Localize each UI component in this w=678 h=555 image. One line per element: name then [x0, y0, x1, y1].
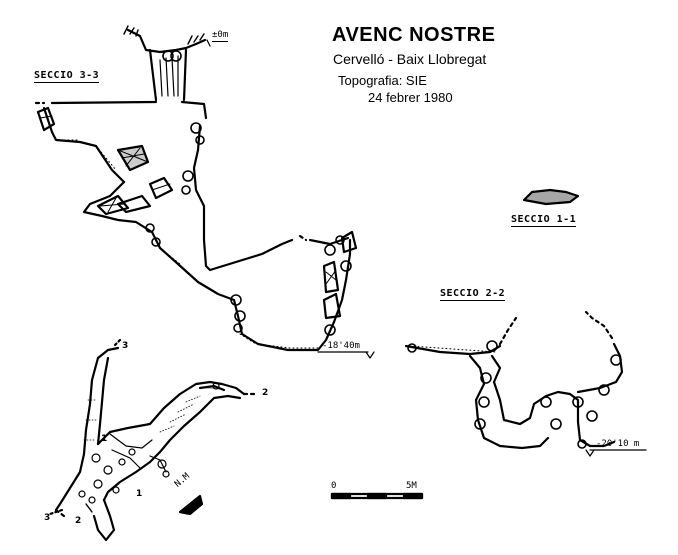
- survey-location: Cervelló - Baix Llobregat: [333, 51, 487, 67]
- section-3-3-profile: [34, 25, 375, 359]
- scale-zero-label: 0: [331, 481, 337, 491]
- plan-mark-1-left: 1: [101, 434, 108, 444]
- scale-five-label: 5M: [406, 481, 417, 491]
- plan-mark-3-top: 3: [122, 341, 129, 351]
- section-1-1-profile: [522, 188, 580, 206]
- section-1-1-label: SECCIO 1-1: [511, 214, 577, 227]
- survey-date: 24 febrer 1980: [368, 90, 453, 105]
- plan-mark-2-right: 2: [262, 388, 269, 398]
- section-3-3-label: SECCIO 3-3: [34, 70, 100, 83]
- section-2-2-profile: [404, 310, 647, 457]
- section-2-2-depth-label: -20'10 m: [596, 439, 640, 449]
- plan-mark-2-lower: 2: [75, 516, 82, 526]
- entrance-depth-label: ±0m: [212, 30, 229, 42]
- plan-mark-1-lower: 1: [136, 489, 143, 499]
- scale-bar: [330, 492, 424, 500]
- north-arrow-icon: [178, 494, 204, 516]
- survey-topography: Topografia: SIE: [338, 73, 427, 88]
- survey-title: AVENC NOSTRE: [332, 24, 496, 46]
- section-3-3-depth-label: -18'40m: [322, 341, 360, 351]
- plan-view: [48, 338, 260, 542]
- plan-mark-3-lower: 3: [44, 513, 51, 523]
- section-2-2-label: SECCIO 2-2: [440, 288, 506, 301]
